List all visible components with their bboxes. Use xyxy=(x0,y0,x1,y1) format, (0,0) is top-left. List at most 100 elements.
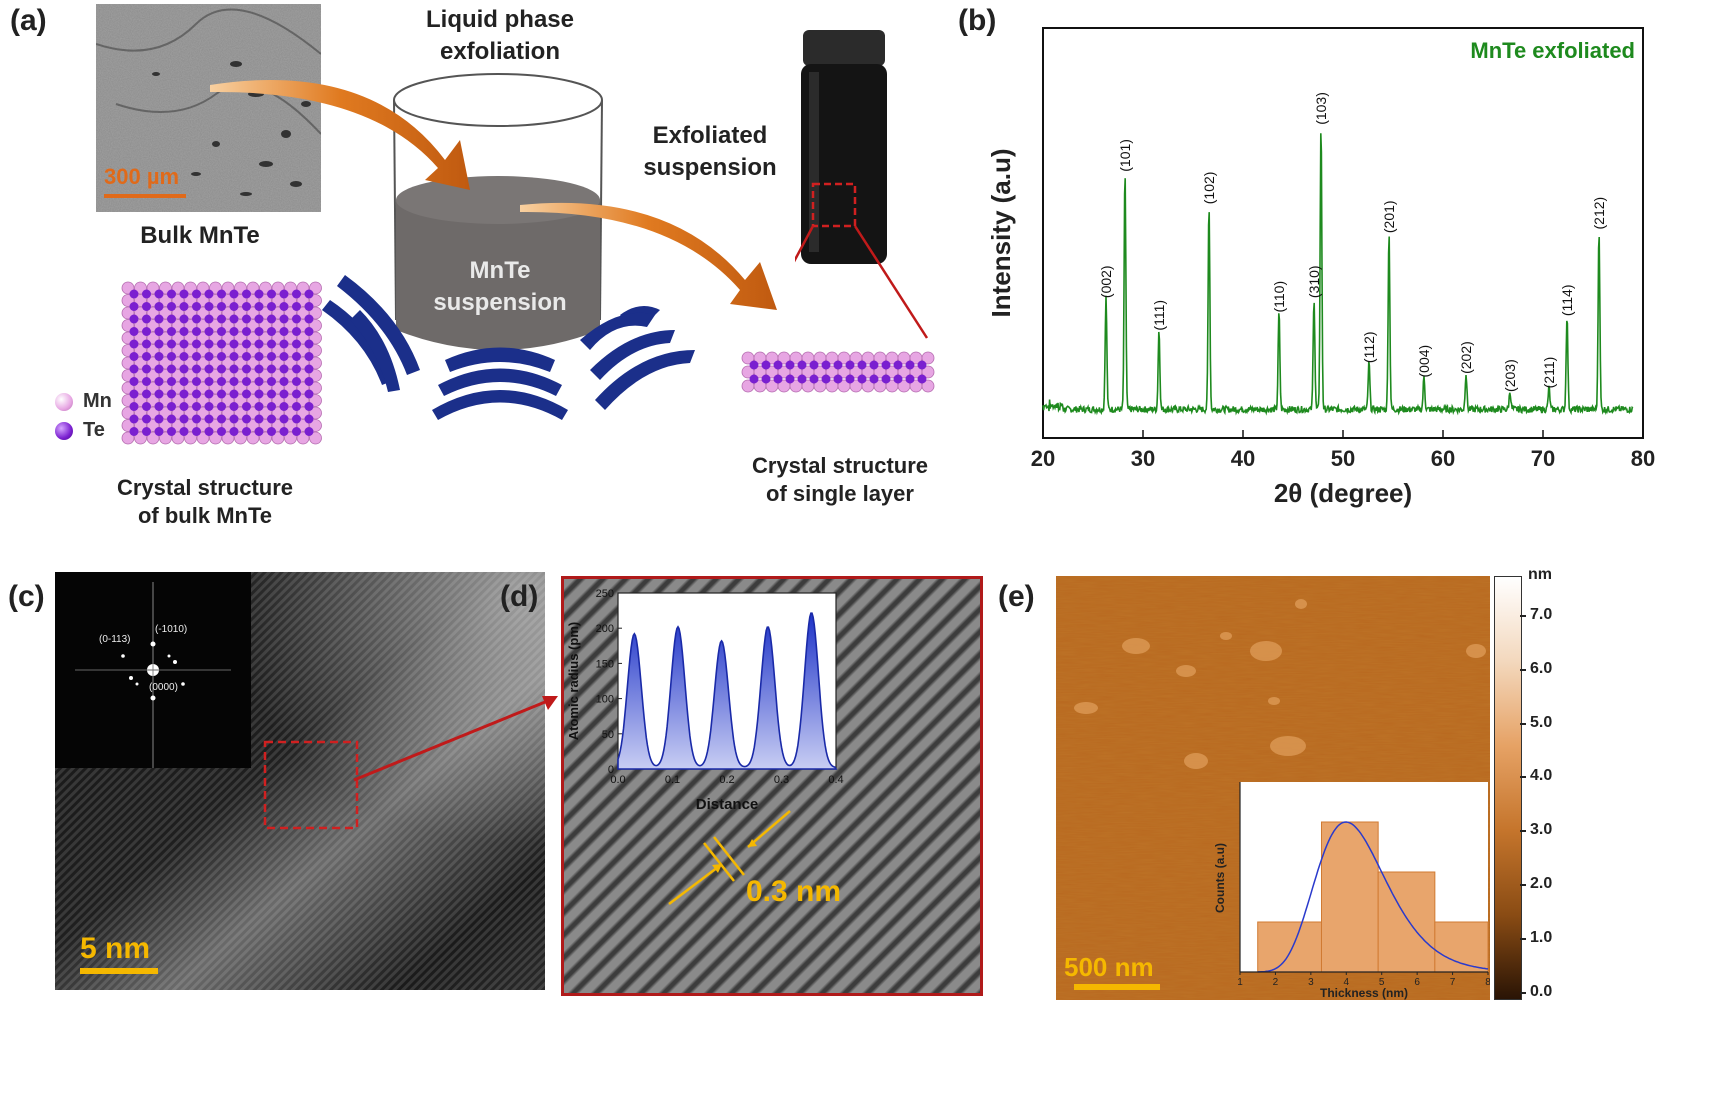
afm-scale-label: 500 nm xyxy=(1064,952,1154,982)
te-atom xyxy=(167,414,176,424)
te-atom xyxy=(242,289,251,299)
xrd-tick-label: 70 xyxy=(1531,446,1555,471)
histogram-tick-label: 5 xyxy=(1379,977,1385,988)
te-atom xyxy=(917,360,927,370)
te-atom xyxy=(845,374,855,384)
te-atom xyxy=(254,377,264,386)
fft-spots xyxy=(75,582,231,768)
te-atom xyxy=(204,364,214,374)
arrow-beaker-to-vial xyxy=(520,202,777,310)
te-atom xyxy=(179,289,189,299)
te-atom xyxy=(292,364,301,374)
histogram-bar xyxy=(1257,921,1322,973)
profile-y-tick-label: 50 xyxy=(602,729,614,741)
colorbar-tick xyxy=(1520,884,1526,887)
te-atom xyxy=(179,364,189,374)
te-atom xyxy=(292,302,301,311)
te-atom xyxy=(154,327,164,336)
xrd-peak-label: (114) xyxy=(1559,284,1575,316)
te-atom xyxy=(749,360,759,370)
xrd-tick-label: 30 xyxy=(1131,446,1155,471)
mn-atom xyxy=(271,431,285,445)
xrd-peak-label: (202) xyxy=(1458,341,1474,374)
te-atom xyxy=(869,360,879,370)
xrd-tick-label: 50 xyxy=(1331,446,1355,471)
te-atom xyxy=(204,377,214,386)
xrd-peak-label: (004) xyxy=(1416,345,1432,378)
te-atom xyxy=(229,389,239,399)
xrd-tick-label: 20 xyxy=(1031,446,1055,471)
te-atom xyxy=(797,360,807,370)
te-atom xyxy=(254,364,264,374)
te-atom xyxy=(809,374,819,384)
te-atom xyxy=(292,327,301,336)
te-atom xyxy=(142,314,151,324)
colorbar-tick xyxy=(1520,830,1526,833)
bulk-crystal-caption-line1: Crystal structure xyxy=(116,475,294,500)
xrd-peak-label: (002) xyxy=(1098,265,1114,298)
te-atom xyxy=(292,414,301,424)
mn-atom xyxy=(309,381,322,395)
te-atom xyxy=(229,352,239,361)
mn-atom xyxy=(171,431,185,445)
colorbar-unit: nm xyxy=(1528,566,1552,583)
te-atom xyxy=(154,427,164,436)
te-atom xyxy=(267,327,276,336)
beaker-rim xyxy=(393,73,603,127)
mn-atom xyxy=(309,394,322,407)
te-atom xyxy=(142,339,151,349)
te-atom xyxy=(204,389,214,399)
te-atom xyxy=(267,302,276,311)
profile-ylabel: Atomic radius (pm) xyxy=(566,622,581,740)
te-atom xyxy=(129,364,139,374)
histogram-bar xyxy=(1434,921,1489,973)
te-atom xyxy=(129,389,139,399)
mn-atom xyxy=(921,365,935,379)
te-atom xyxy=(279,402,289,411)
te-atom xyxy=(761,360,771,370)
bulk-crystal-caption: Crystal structure of bulk MnTe xyxy=(95,474,315,530)
legend-item-mn: Mn xyxy=(55,390,112,413)
te-atom xyxy=(192,302,201,311)
atom-legend: Mn Te xyxy=(55,390,112,442)
fft-label-1010: (-1010) xyxy=(155,624,187,635)
mn-atom xyxy=(234,431,247,445)
profile-y-tick-label: 200 xyxy=(596,623,614,635)
xrd-peak-label: (102) xyxy=(1201,172,1217,205)
te-atom xyxy=(304,289,314,299)
te-atom xyxy=(242,352,251,361)
mn-atom xyxy=(309,419,322,432)
fft-label-0000: (0000) xyxy=(149,682,178,693)
te-atom xyxy=(304,427,314,436)
te-atom xyxy=(229,364,239,374)
afm-scale-bar xyxy=(1074,984,1160,990)
single-layer-crystal xyxy=(741,351,935,393)
te-atom xyxy=(154,414,164,424)
te-atom xyxy=(292,427,301,436)
xrd-tick-label: 60 xyxy=(1431,446,1455,471)
xrd-series-line xyxy=(1042,133,1634,416)
mn-atom xyxy=(259,431,272,445)
te-atom xyxy=(917,374,927,384)
te-atom xyxy=(279,364,289,374)
te-atom xyxy=(154,402,164,411)
mn-atom xyxy=(184,431,197,445)
te-atom xyxy=(304,352,314,361)
te-atom xyxy=(254,427,264,436)
mn-atom xyxy=(309,294,322,307)
te-atom xyxy=(229,402,239,411)
te-atom xyxy=(167,339,176,349)
te-atom xyxy=(785,374,795,384)
te-atom xyxy=(204,414,214,424)
bulk-crystal-structure xyxy=(121,281,322,445)
histogram-tick-label: 8 xyxy=(1485,977,1490,988)
te-atom xyxy=(129,414,139,424)
legend-label-mn: Mn xyxy=(83,390,112,412)
te-atom xyxy=(167,352,176,361)
te-atom xyxy=(204,314,214,324)
te-atom xyxy=(167,289,176,299)
te-atom xyxy=(254,314,264,324)
arrow-bulk-to-beaker xyxy=(210,80,470,190)
colorbar-tick xyxy=(1520,992,1526,994)
